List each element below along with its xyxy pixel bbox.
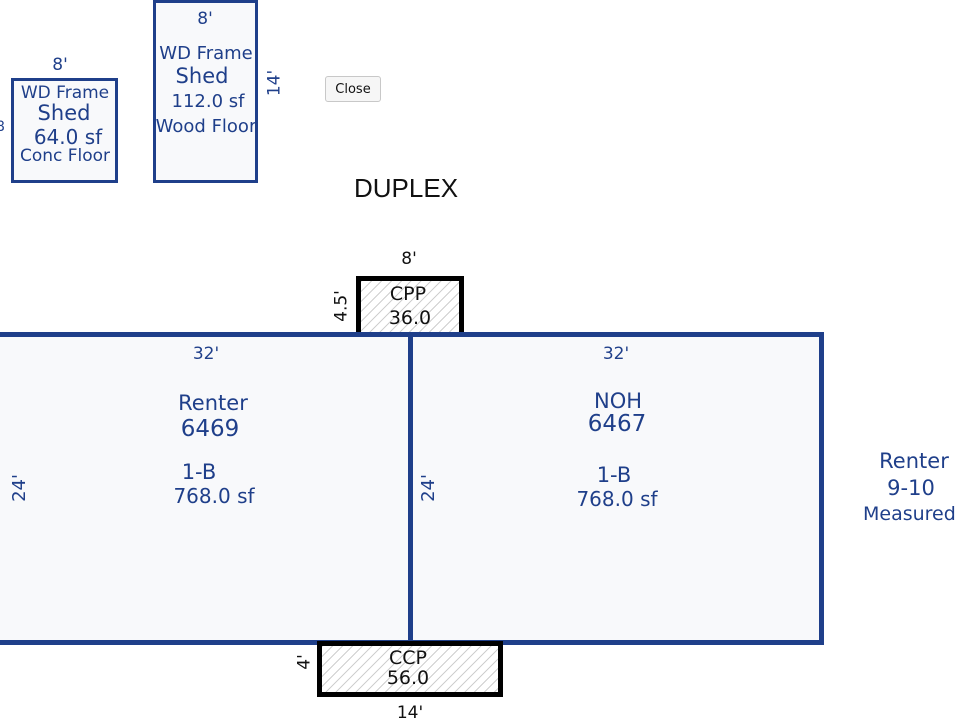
- unit-right-area: 768.0 sf: [576, 487, 658, 511]
- shed-small-side-label: 8: [0, 119, 5, 135]
- unit-right-type: 1-B: [596, 463, 632, 487]
- shed-large-floor: Wood Floor: [155, 116, 257, 137]
- porch-cpp-area: 36.0: [388, 307, 432, 329]
- unit-left-outline: [0, 332, 413, 645]
- porch-ccp-outline: [317, 641, 503, 697]
- shed-large-width-label: 8': [197, 9, 213, 29]
- shed-small-floor: Conc Floor: [19, 146, 111, 166]
- shed-small-area: 64.0 sf: [33, 125, 103, 149]
- shed-large-outline: [153, 0, 258, 183]
- unit-left-height-label: 24': [9, 474, 30, 502]
- porch-cpp-name: CPP: [389, 283, 427, 305]
- unit-left-occupant: Renter: [178, 391, 248, 415]
- shed-small-width-label: 8': [52, 55, 68, 75]
- close-button[interactable]: Close: [325, 76, 381, 102]
- unit-left-area: 768.0 sf: [173, 484, 255, 508]
- unit-right-occupant: NOH: [593, 389, 643, 413]
- porch-cpp-width-label: 8': [401, 249, 417, 269]
- unit-left-width-label: 32': [192, 344, 220, 364]
- side-note-line-2: 9-10: [887, 476, 935, 500]
- side-note-line-3: Measured: [863, 503, 956, 525]
- porch-ccp-area: 56.0: [386, 667, 430, 689]
- unit-right-width-label: 32': [602, 344, 630, 364]
- porch-cpp-height-label: 4.5': [331, 290, 352, 322]
- shed-small-line-2: Shed: [37, 101, 91, 125]
- unit-right-height-label: 24': [418, 474, 439, 502]
- shed-large-area: 112.0 sf: [171, 91, 245, 112]
- porch-ccp-height-label: 4': [294, 654, 315, 670]
- unit-left-number: 6469: [180, 416, 240, 442]
- unit-left-type: 1-B: [181, 460, 217, 484]
- unit-right-outline: [408, 332, 824, 645]
- shed-large-line-1: WD Frame: [159, 43, 253, 64]
- shed-small-line-1: WD Frame: [20, 83, 110, 103]
- porch-ccp-width-label: 14': [396, 703, 424, 723]
- porch-ccp-name: CCP: [389, 647, 427, 669]
- shed-small-outline: [11, 78, 118, 183]
- side-note-line-1: Renter: [879, 449, 949, 473]
- shed-large-line-2: Shed: [175, 64, 229, 88]
- diagram-title: DUPLEX: [354, 173, 459, 203]
- unit-right-number: 6467: [587, 411, 647, 437]
- shed-large-height-label: 14': [264, 69, 285, 97]
